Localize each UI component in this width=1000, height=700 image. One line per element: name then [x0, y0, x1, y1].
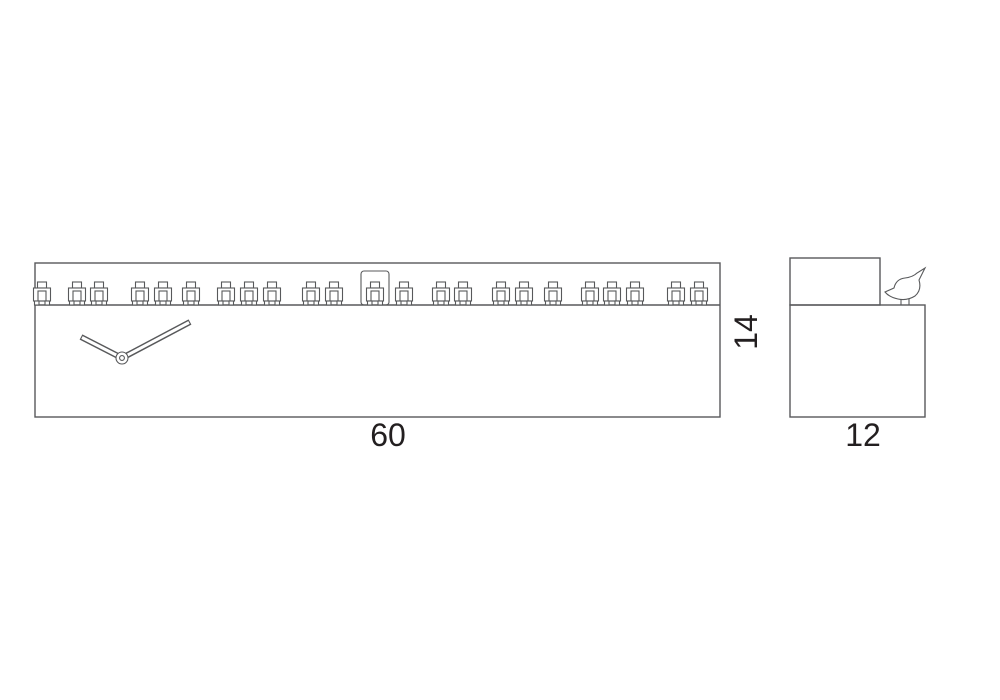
side-view-body-outline — [789, 304, 926, 418]
side-view-back-panel-outline — [789, 257, 881, 306]
clip-icon — [491, 281, 511, 306]
width-dimension-label: 60 — [370, 417, 406, 453]
clip-icon — [301, 281, 321, 306]
hook-cover-icon — [360, 270, 390, 306]
clock-hands-icon — [79, 319, 192, 365]
clip-icon — [689, 281, 709, 306]
clip-row — [32, 281, 709, 306]
clip-icon — [239, 281, 259, 306]
clip-icon — [216, 281, 236, 306]
clip-icon — [666, 281, 686, 306]
clip-icon — [453, 281, 473, 306]
clip-icon — [181, 281, 201, 306]
clip-icon — [153, 281, 173, 306]
clip-icon — [580, 281, 600, 306]
depth-dimension-label: 12 — [845, 417, 881, 453]
clip-icon — [431, 281, 451, 306]
height-dimension-label: 14 — [728, 314, 764, 350]
clip-icon — [89, 281, 109, 306]
side-view — [789, 257, 927, 418]
clip-icon — [625, 281, 645, 306]
clip-icon — [602, 281, 622, 306]
clip-icon — [324, 281, 344, 306]
clip-icon — [130, 281, 150, 306]
clip-icon — [394, 281, 414, 306]
bird-icon — [884, 266, 927, 305]
front-view-outline — [34, 262, 721, 418]
clock-pivot — [115, 351, 129, 365]
clip-icon — [32, 281, 52, 306]
front-view — [32, 262, 721, 418]
clip-icon — [543, 281, 563, 306]
clip-icon — [67, 281, 87, 306]
clip-icon — [514, 281, 534, 306]
clip-icon — [262, 281, 282, 306]
clip-icon — [365, 281, 385, 306]
